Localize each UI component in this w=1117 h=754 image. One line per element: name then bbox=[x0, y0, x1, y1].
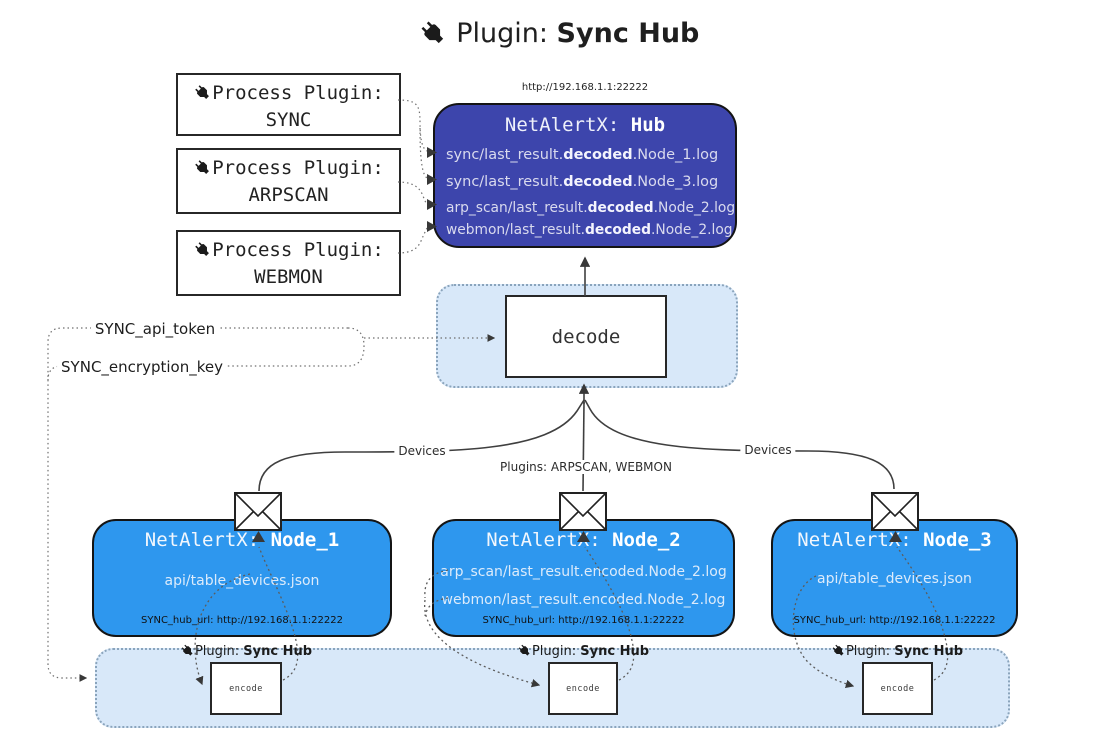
hub-url-label: http://192.168.1.1:22222 bbox=[521, 82, 649, 93]
node-box-node1: NetAlertX: Node_1 api/table_devices.json… bbox=[92, 519, 392, 637]
node-box-node2: NetAlertX: Node_2 arp_scan/last_result.e… bbox=[432, 519, 735, 637]
node-hub-url: SYNC_hub_url: http://192.168.1.1:22222 bbox=[482, 615, 685, 626]
node-line: webmon/last_result.encoded.Node_2.log bbox=[441, 592, 726, 608]
plug-icon bbox=[194, 84, 212, 101]
encode-label: encode bbox=[566, 683, 600, 694]
config-encryption-key-label: SYNC_encryption_key bbox=[57, 358, 227, 376]
page-title-label: Plugin: bbox=[456, 18, 548, 49]
hub-title-name: Hub bbox=[630, 114, 666, 136]
hub-title: NetAlertX: Hub bbox=[435, 114, 735, 136]
process-plugin-box-arpscan: Process Plugin: ARPSCAN bbox=[176, 148, 401, 214]
encode-box-node3: encode bbox=[862, 662, 933, 715]
process-plugin-label: Process Plugin: bbox=[212, 239, 384, 261]
process-plugin-name-arpscan: ARPSCAN bbox=[248, 183, 329, 206]
decode-box: decode bbox=[505, 295, 667, 378]
process-plugin-box-sync: Process Plugin: SYNC bbox=[176, 73, 401, 136]
plug-icon bbox=[517, 643, 532, 658]
hub-log-line: webmon/last_result.decoded.Node_2.log bbox=[446, 222, 733, 238]
node-line: api/table_devices.json bbox=[164, 573, 320, 589]
encode-label: encode bbox=[229, 683, 263, 694]
encode-plugin-label-node1: Plugin: Sync Hub bbox=[180, 643, 312, 659]
edge-label-devices-right: Devices bbox=[740, 443, 796, 457]
node-hub-url: SYNC_hub_url: http://192.168.1.1:22222 bbox=[793, 615, 996, 626]
hub-title-prefix: NetAlertX: bbox=[504, 114, 631, 136]
page-title: Plugin: Sync Hub bbox=[0, 18, 1117, 49]
hub-log-line: arp_scan/last_result.decoded.Node_2.log bbox=[446, 200, 736, 216]
plug-icon bbox=[419, 19, 446, 47]
process-plugin-label: Process Plugin: bbox=[212, 82, 384, 104]
node-title: NetAlertX: Node_3 bbox=[797, 529, 992, 551]
plug-icon bbox=[831, 643, 846, 658]
encode-label: encode bbox=[880, 683, 915, 694]
page-title-name: Sync Hub bbox=[556, 18, 700, 49]
decode-label: decode bbox=[551, 325, 621, 348]
hub-box: NetAlertX: Hub sync/last_result.decoded.… bbox=[433, 103, 737, 248]
edge-label-devices-left: Devices bbox=[394, 444, 450, 458]
node-line: api/table_devices.json bbox=[817, 571, 972, 587]
node-box-node3: NetAlertX: Node_3 api/table_devices.json… bbox=[771, 519, 1018, 637]
process-plugin-label: Process Plugin: bbox=[212, 157, 384, 179]
config-api-token-label: SYNC_api_token bbox=[90, 320, 220, 338]
hub-log-line: sync/last_result.decoded.Node_1.log bbox=[446, 147, 719, 163]
encode-plugin-label-node3: Plugin: Sync Hub bbox=[831, 643, 963, 659]
plug-icon bbox=[194, 159, 212, 176]
encode-box-node1: encode bbox=[210, 662, 282, 715]
plug-icon bbox=[180, 643, 195, 658]
node-hub-url: SYNC_hub_url: http://192.168.1.1:22222 bbox=[141, 615, 343, 626]
plug-icon bbox=[194, 241, 212, 258]
process-plugin-name-sync: SYNC bbox=[265, 108, 312, 131]
process-plugin-name-webmon: WEBMON bbox=[254, 265, 323, 288]
node-line: arp_scan/last_result.encoded.Node_2.log bbox=[440, 564, 727, 580]
edge-label-plugins: Plugins: ARPSCAN, WEBMON bbox=[496, 460, 676, 474]
encode-plugin-label-node2: Plugin: Sync Hub bbox=[517, 643, 649, 659]
encode-box-node2: encode bbox=[548, 662, 618, 715]
hub-log-line: sync/last_result.decoded.Node_3.log bbox=[446, 174, 719, 190]
node-title: NetAlertX: Node_2 bbox=[486, 529, 681, 551]
node-title: NetAlertX: Node_1 bbox=[144, 529, 340, 551]
process-plugin-box-webmon: Process Plugin: WEBMON bbox=[176, 230, 401, 296]
